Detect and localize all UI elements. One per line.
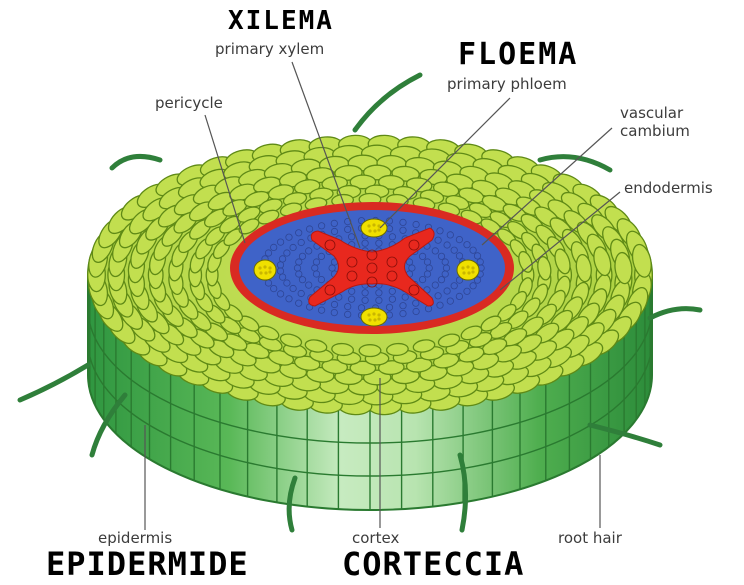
label-root-hair: root hair [558,530,622,547]
label-vascular-cambium-2: cambium [620,123,690,140]
label-vascular-cambium-1: vascular [620,105,683,122]
handwritten-floema: FLOEMA [458,40,578,70]
handwritten-epidermide: EPIDERMIDE [46,548,249,580]
vascular-cylinder [230,202,514,334]
label-endodermis: endodermis [624,180,713,197]
label-primary-xylem: primary xylem [215,41,324,58]
handwritten-corteccia: CORTECCIA [342,548,524,580]
label-pericycle: pericycle [155,95,223,112]
label-primary-phloem: primary phloem [447,76,567,93]
handwritten-xilema: XILEMA [228,8,334,34]
